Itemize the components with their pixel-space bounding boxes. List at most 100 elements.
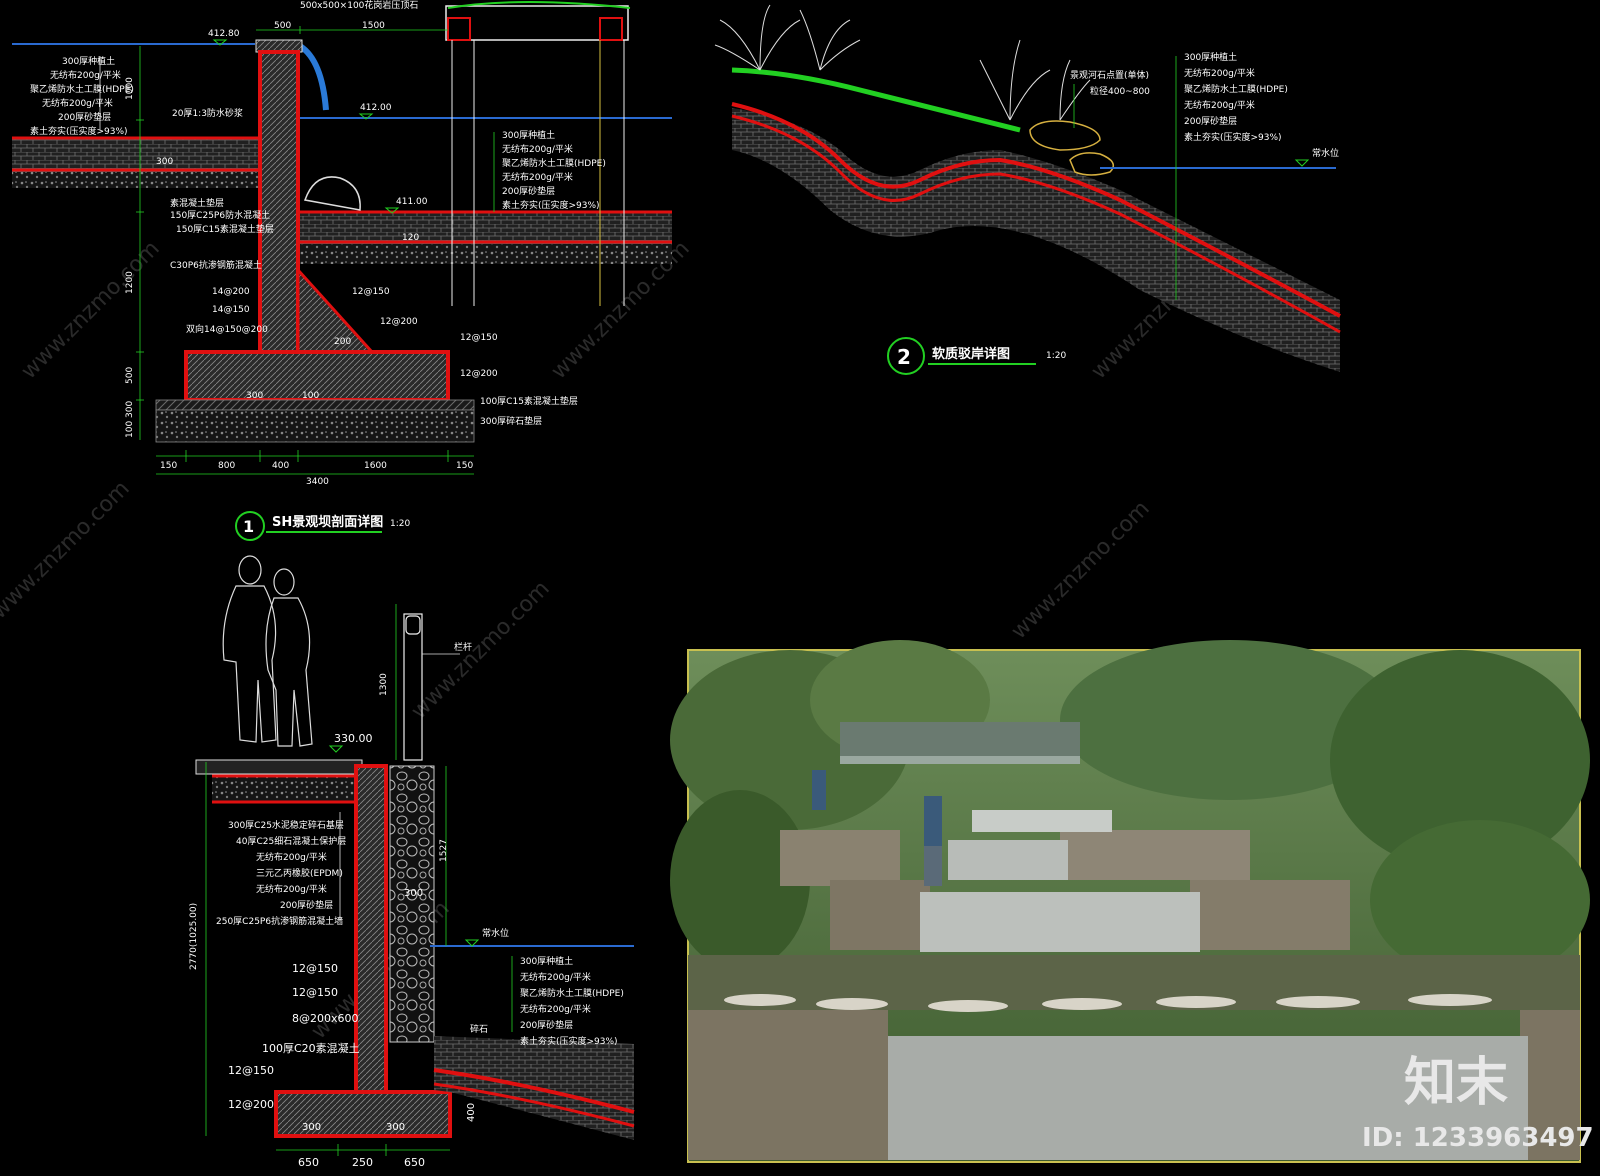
photo-people [812, 770, 942, 886]
detail-scale: 1:20 [1046, 351, 1066, 361]
footing [184, 350, 450, 402]
dimension-lines [136, 26, 474, 475]
sand-layer [12, 172, 262, 188]
note: 无纺布200g/平米 [42, 97, 113, 109]
note: 聚乙烯防水土工膜(HDPE) [1184, 83, 1288, 95]
note: 200厚砂垫层 [58, 111, 111, 123]
rebar-note: 14@200 [212, 287, 250, 297]
elev-marker [358, 113, 374, 120]
membrane-line [731, 102, 1341, 318]
dim-top: 500 [274, 21, 291, 31]
dim-bottom: 650 [404, 1156, 425, 1169]
note: 素土夯实(压实度>93%) [1184, 131, 1282, 143]
brand-logo: 知末 [1404, 1053, 1508, 1113]
detail-title: 软质驳岸详图 [932, 346, 1010, 362]
rebar-note: 12@150 [292, 986, 338, 999]
note: 无纺布200g/平米 [256, 883, 327, 895]
railing-cap [405, 615, 421, 635]
rebar-note: 12@200 [460, 369, 498, 379]
dimension-lines [205, 604, 450, 1156]
railing-post [403, 613, 423, 761]
dim-bottom: 250 [352, 1156, 373, 1169]
railing-label: 栏杆 [454, 641, 472, 653]
dim-footing: 300 [386, 1122, 405, 1133]
note: 150厚C15素混凝土垫层 [176, 223, 274, 235]
elev-marker [464, 939, 480, 947]
dim-footing: 300 [302, 1122, 321, 1133]
detail-number: 2 [897, 345, 911, 369]
notes-mid: 20厚1:3防水砂浆 素混凝土垫层 150厚C25P6防水混凝土 150厚C15… [170, 107, 274, 271]
note: 素土夯实(压实度>93%) [30, 125, 128, 137]
note: 200厚砂垫层 [502, 185, 555, 197]
notes-rebar: 14@200 14@150 双向14@150@200 12@150 12@200… [186, 287, 498, 379]
membrane-line [433, 1068, 635, 1114]
note: 无纺布200g/平米 [1184, 99, 1255, 111]
rebar-note: 12@150 [292, 962, 338, 975]
rebar-note: 8@200x600 [292, 1012, 359, 1025]
watermark: www.znzmo.com [0, 476, 135, 624]
note: 三元乙丙橡胶(EPDM) [256, 867, 343, 879]
rebar-note: 双向14@150@200 [186, 323, 268, 335]
rebar-note: 12@150 [228, 1064, 274, 1077]
detail-1-dam-section: 412.80 412.00 411.00 500x500×100花岗岩压顶石 5… [12, 0, 672, 541]
rebar-note: 12@200 [380, 317, 418, 327]
waterfall [298, 43, 329, 111]
note: 100厚C15素混凝土垫层 [480, 395, 578, 407]
note: 300厚种植土 [1184, 51, 1237, 63]
plants [714, 4, 1091, 121]
bridge-deck [840, 756, 1080, 764]
waterfall-steps [888, 810, 1528, 1160]
dim-total: 3400 [306, 477, 329, 487]
note: 150厚C25P6防水混凝土 [170, 209, 270, 221]
elev-water: 412.00 [360, 103, 392, 113]
dam-wall [258, 50, 300, 354]
watermark: www.znzmo.com [407, 576, 555, 724]
elev-top: 330.00 [334, 732, 373, 745]
dim-inner: 300 [246, 391, 263, 401]
dim-bottom: 400 [272, 461, 289, 471]
dim-rail: 1300 [379, 673, 389, 696]
note: C30P6抗渗钢筋混凝土 [170, 259, 262, 271]
dim-bottom: 1600 [364, 461, 387, 471]
dim-bottom: 800 [218, 461, 235, 471]
note: 无纺布200g/平米 [502, 171, 573, 183]
river-stones [1029, 120, 1115, 176]
elev-marker [384, 207, 400, 214]
soil-body [732, 70, 1340, 372]
membrane-line [433, 1082, 635, 1128]
dim-inner: 100 [302, 391, 319, 401]
gravel-backfill [389, 765, 435, 1043]
detail-3-retaining-wall: 常水位 栏杆 330.00 1300 2770(1025.00) 1527 30… [189, 555, 635, 1169]
dim-bottom: 150 [160, 461, 177, 471]
note: 素土夯实(压实度>93%) [502, 199, 600, 211]
note: 素土夯实(压实度>93%) [520, 1035, 618, 1047]
dim-total: 2770(1025.00) [189, 903, 199, 970]
elev-marker [328, 745, 344, 753]
pergola-frame [445, 5, 629, 41]
note: 300厚种植土 [62, 55, 115, 67]
elev-marker [1294, 159, 1310, 167]
detail-scale: 1:20 [390, 519, 410, 529]
notes-left: 300厚种植土 无纺布200g/平米 聚乙烯防水土工膜(HDPE) 无纺布200… [30, 55, 134, 137]
note: 无纺布200g/平米 [50, 69, 121, 81]
pergola-post [447, 17, 471, 41]
dim-left: 1200 [125, 271, 135, 294]
dim-wall: 300 [404, 888, 423, 899]
watermark: www.znzmo.com [1007, 496, 1155, 644]
elev-marker [212, 39, 228, 46]
note: 无纺布200g/平米 [256, 851, 327, 863]
note: 无纺布200g/平米 [502, 143, 573, 155]
rock [303, 176, 361, 211]
gabion-tiers [688, 830, 1580, 1160]
note: 粒径400~800 [1090, 85, 1150, 97]
bridge [840, 722, 1080, 762]
retaining-wall [354, 764, 388, 1108]
brand-id: ID: 1233963497 [1362, 1123, 1594, 1153]
dim-top: 1500 [362, 21, 385, 31]
pergola-post [599, 17, 623, 41]
note: 无纺布200g/平米 [520, 971, 591, 983]
note: 300厚种植土 [520, 955, 573, 967]
note: 20厚1:3防水砂浆 [172, 107, 243, 119]
grass-line [731, 67, 1021, 133]
